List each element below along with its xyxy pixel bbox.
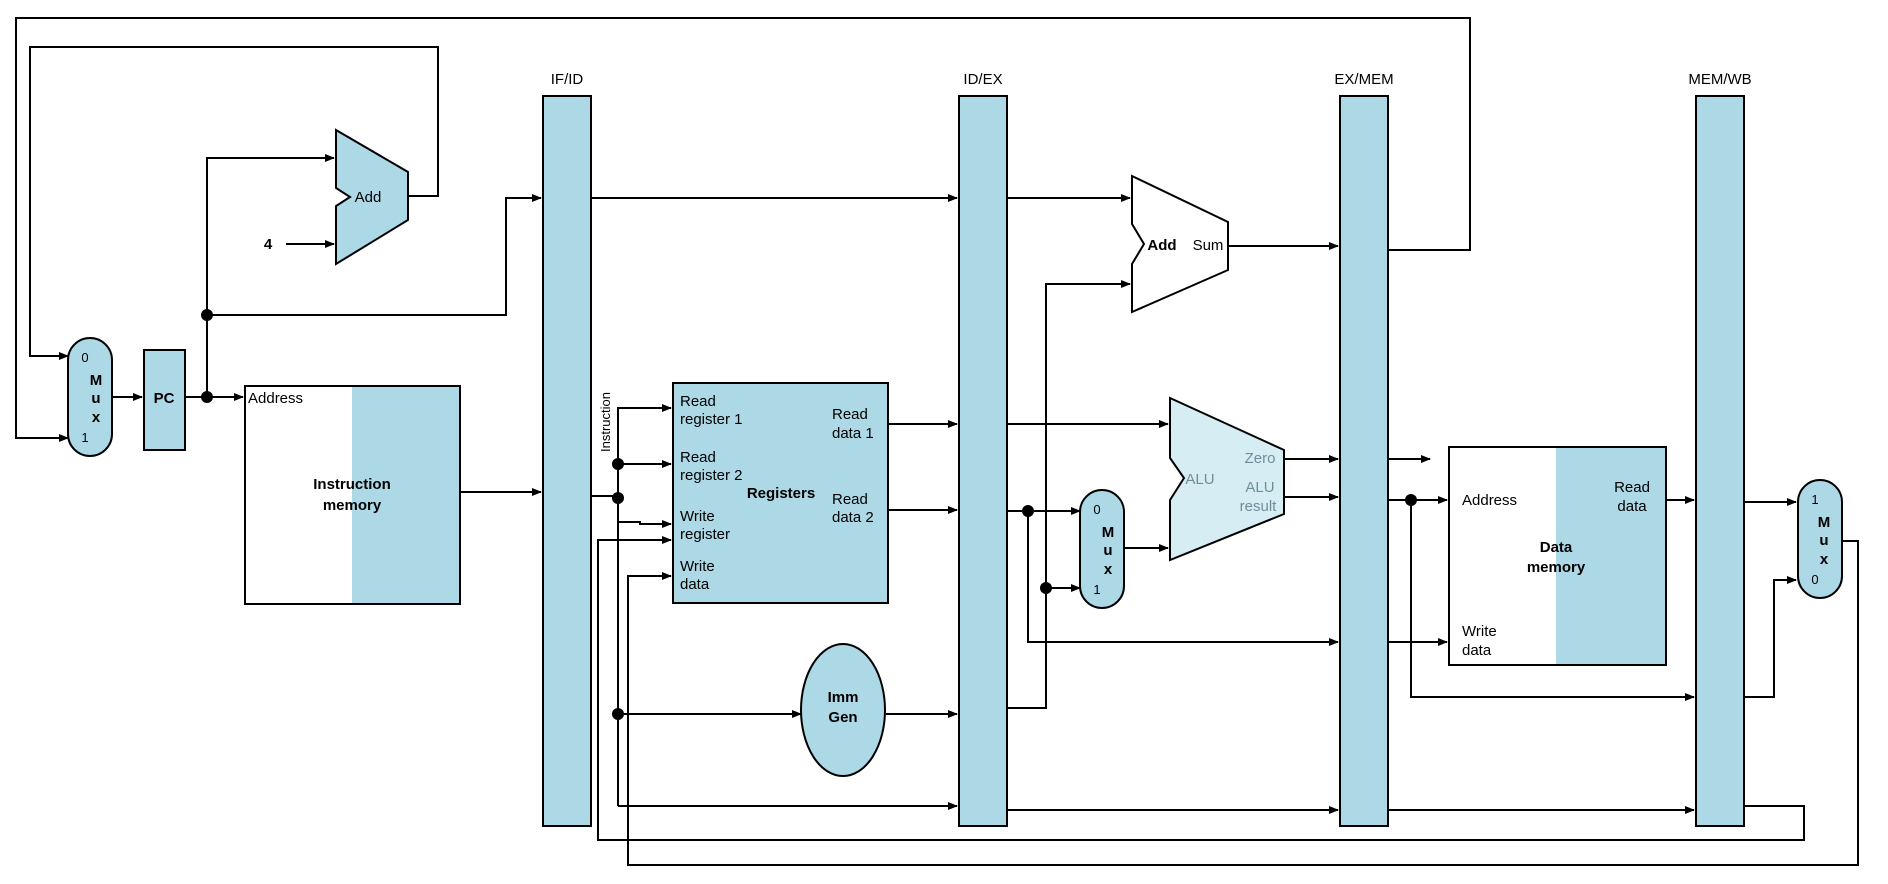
data-memory: Address Read data Data memory Write data [1448, 446, 1667, 666]
svg-text:data 1: data 1 [832, 425, 874, 442]
svg-text:register: register [680, 526, 730, 543]
dmem-write-label-2: data [1462, 642, 1492, 659]
svg-text:Read: Read [680, 449, 716, 466]
svg-text:0: 0 [81, 350, 88, 365]
pc-label: PC [154, 390, 175, 407]
wire-address-to-memwb [1410, 500, 1695, 701]
svg-text:Gen: Gen [828, 709, 857, 726]
svg-text:Write: Write [680, 508, 715, 525]
alu-result-label-1: ALU [1245, 479, 1274, 496]
wire-memwb-to-wbmux-0 [1744, 576, 1797, 698]
svg-text:x: x [92, 409, 101, 426]
svg-text:1: 1 [1093, 582, 1100, 597]
pipeline-register-ex-mem: EX/MEM [1334, 71, 1394, 827]
branch-adder-sum: Sum [1193, 237, 1224, 254]
wire-imm-to-adder [1045, 280, 1131, 588]
alu-result-label-2: result [1240, 498, 1278, 515]
imem-title-2: memory [323, 497, 382, 514]
svg-text:Read: Read [832, 406, 868, 423]
instruction-bus-label: Instruction [598, 392, 613, 452]
svg-text:Read: Read [832, 491, 868, 508]
instruction-memory: Address Instruction memory [244, 385, 461, 605]
svg-text:data: data [680, 576, 710, 593]
alu: ALU Zero ALU result [1169, 396, 1285, 562]
wire-wb-write-register [597, 536, 1805, 841]
imm-gen: Imm Gen [800, 643, 886, 777]
wire-wb-write-data [627, 540, 1859, 866]
alu-zero-label: Zero [1245, 450, 1276, 467]
dmem-address-label: Address [1462, 492, 1517, 509]
junction-dots [201, 309, 1417, 720]
imem-title-1: Instruction [313, 476, 391, 493]
wires [15, 17, 1859, 866]
wire-pc-to-adder [206, 154, 335, 397]
alu-label: ALU [1185, 471, 1214, 488]
svg-text:x: x [1820, 551, 1829, 568]
wire-instruction-bus [590, 404, 672, 497]
svg-text:data 2: data 2 [832, 509, 874, 526]
pipeline-register-id-ex: ID/EX [958, 71, 1008, 827]
svg-text:Imm: Imm [828, 689, 859, 706]
dmem-title-2: memory [1527, 559, 1586, 576]
pipeline-label-id-ex: ID/EX [963, 71, 1002, 88]
register-file: Read register 1 Read register 2 Write re… [672, 382, 889, 604]
dmem-write-label-1: Write [1462, 623, 1497, 640]
svg-text:Write: Write [680, 558, 715, 575]
wire-pc-plus-4 [29, 46, 439, 360]
pipeline-label-ex-mem: EX/MEM [1334, 71, 1393, 88]
svg-text:M: M [1818, 514, 1831, 531]
svg-text:1: 1 [81, 430, 88, 445]
svg-text:register 2: register 2 [680, 467, 743, 484]
dmem-read-label-1: Read [1614, 479, 1650, 496]
branch-adder-label: Add [1147, 237, 1176, 254]
svg-text:0: 0 [1093, 502, 1100, 517]
wire-rd2-to-exmem [1027, 511, 1339, 646]
svg-text:M: M [90, 372, 103, 389]
svg-text:M: M [1102, 524, 1115, 541]
svg-text:1: 1 [1811, 492, 1818, 507]
wire-pc-to-ifid [207, 194, 542, 316]
pipeline-label-if-id: IF/ID [551, 71, 584, 88]
constant-four: 4 [264, 236, 273, 253]
branch-adder: Add Sum [1131, 174, 1229, 314]
svg-text:x: x [1104, 561, 1113, 578]
pc-adder-label: Add [355, 189, 382, 206]
svg-text:0: 0 [1811, 572, 1818, 587]
alu-mux: 0 M u x 1 [1079, 489, 1125, 609]
svg-text:Read: Read [680, 393, 716, 410]
dmem-title-1: Data [1540, 539, 1573, 556]
pipeline-register-mem-wb: MEM/WB [1688, 71, 1752, 827]
svg-text:u: u [91, 390, 100, 407]
imem-address-label: Address [248, 390, 303, 407]
pc-mux: 0 M u x 1 [67, 337, 113, 457]
writeback-mux: 1 M u x 0 [1797, 479, 1843, 599]
pc-adder: Add [335, 128, 409, 266]
registers-title: Registers [747, 485, 815, 502]
svg-text:u: u [1819, 532, 1828, 549]
pipeline-register-if-id: IF/ID [542, 71, 592, 827]
pc-register: PC [143, 349, 186, 451]
wire-branch-target [15, 17, 1471, 442]
svg-text:u: u [1103, 542, 1112, 559]
wire-imm-to-mux [1006, 584, 1081, 709]
wire-bus-write-reg [618, 520, 672, 528]
svg-text:register 1: register 1 [680, 411, 743, 428]
pipeline-label-mem-wb: MEM/WB [1688, 71, 1751, 88]
dmem-read-label-2: data [1617, 498, 1647, 515]
